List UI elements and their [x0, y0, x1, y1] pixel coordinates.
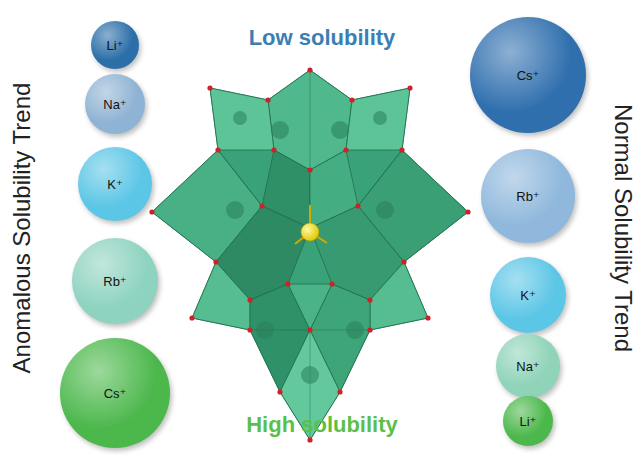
ion-label: Li⁺: [107, 38, 124, 53]
ion-sphere: Rb⁺: [72, 238, 158, 324]
ion-label: Cs⁺: [517, 68, 540, 83]
side-title: Anomalous Solubility Trend: [8, 83, 36, 374]
side-title: Normal Solubility Trend: [609, 104, 637, 352]
ion-label: K⁺: [107, 177, 123, 192]
ion-label: Rb⁺: [516, 189, 539, 204]
ion-sphere: K⁺: [78, 147, 152, 221]
ion-sphere: Rb⁺: [481, 149, 575, 243]
ion-sphere: K⁺: [490, 257, 566, 333]
ion-label: Li⁺: [520, 414, 537, 429]
ion-label: Cs⁺: [104, 386, 127, 401]
ion-sphere: Li⁺: [503, 396, 553, 446]
ion-sphere: Na⁺: [496, 334, 560, 398]
ion-sphere: Cs⁺: [470, 17, 586, 133]
ion-sphere: Cs⁺: [60, 338, 170, 448]
ion-label: K⁺: [520, 288, 536, 303]
bottom-heading: High solubility: [246, 412, 398, 438]
ion-sphere: Na⁺: [85, 74, 145, 134]
ion-sphere: Li⁺: [91, 21, 139, 69]
ion-label: Rb⁺: [103, 274, 126, 289]
top-heading: Low solubility: [249, 25, 396, 51]
ion-label: Na⁺: [516, 359, 539, 374]
ion-label: Na⁺: [103, 97, 126, 112]
